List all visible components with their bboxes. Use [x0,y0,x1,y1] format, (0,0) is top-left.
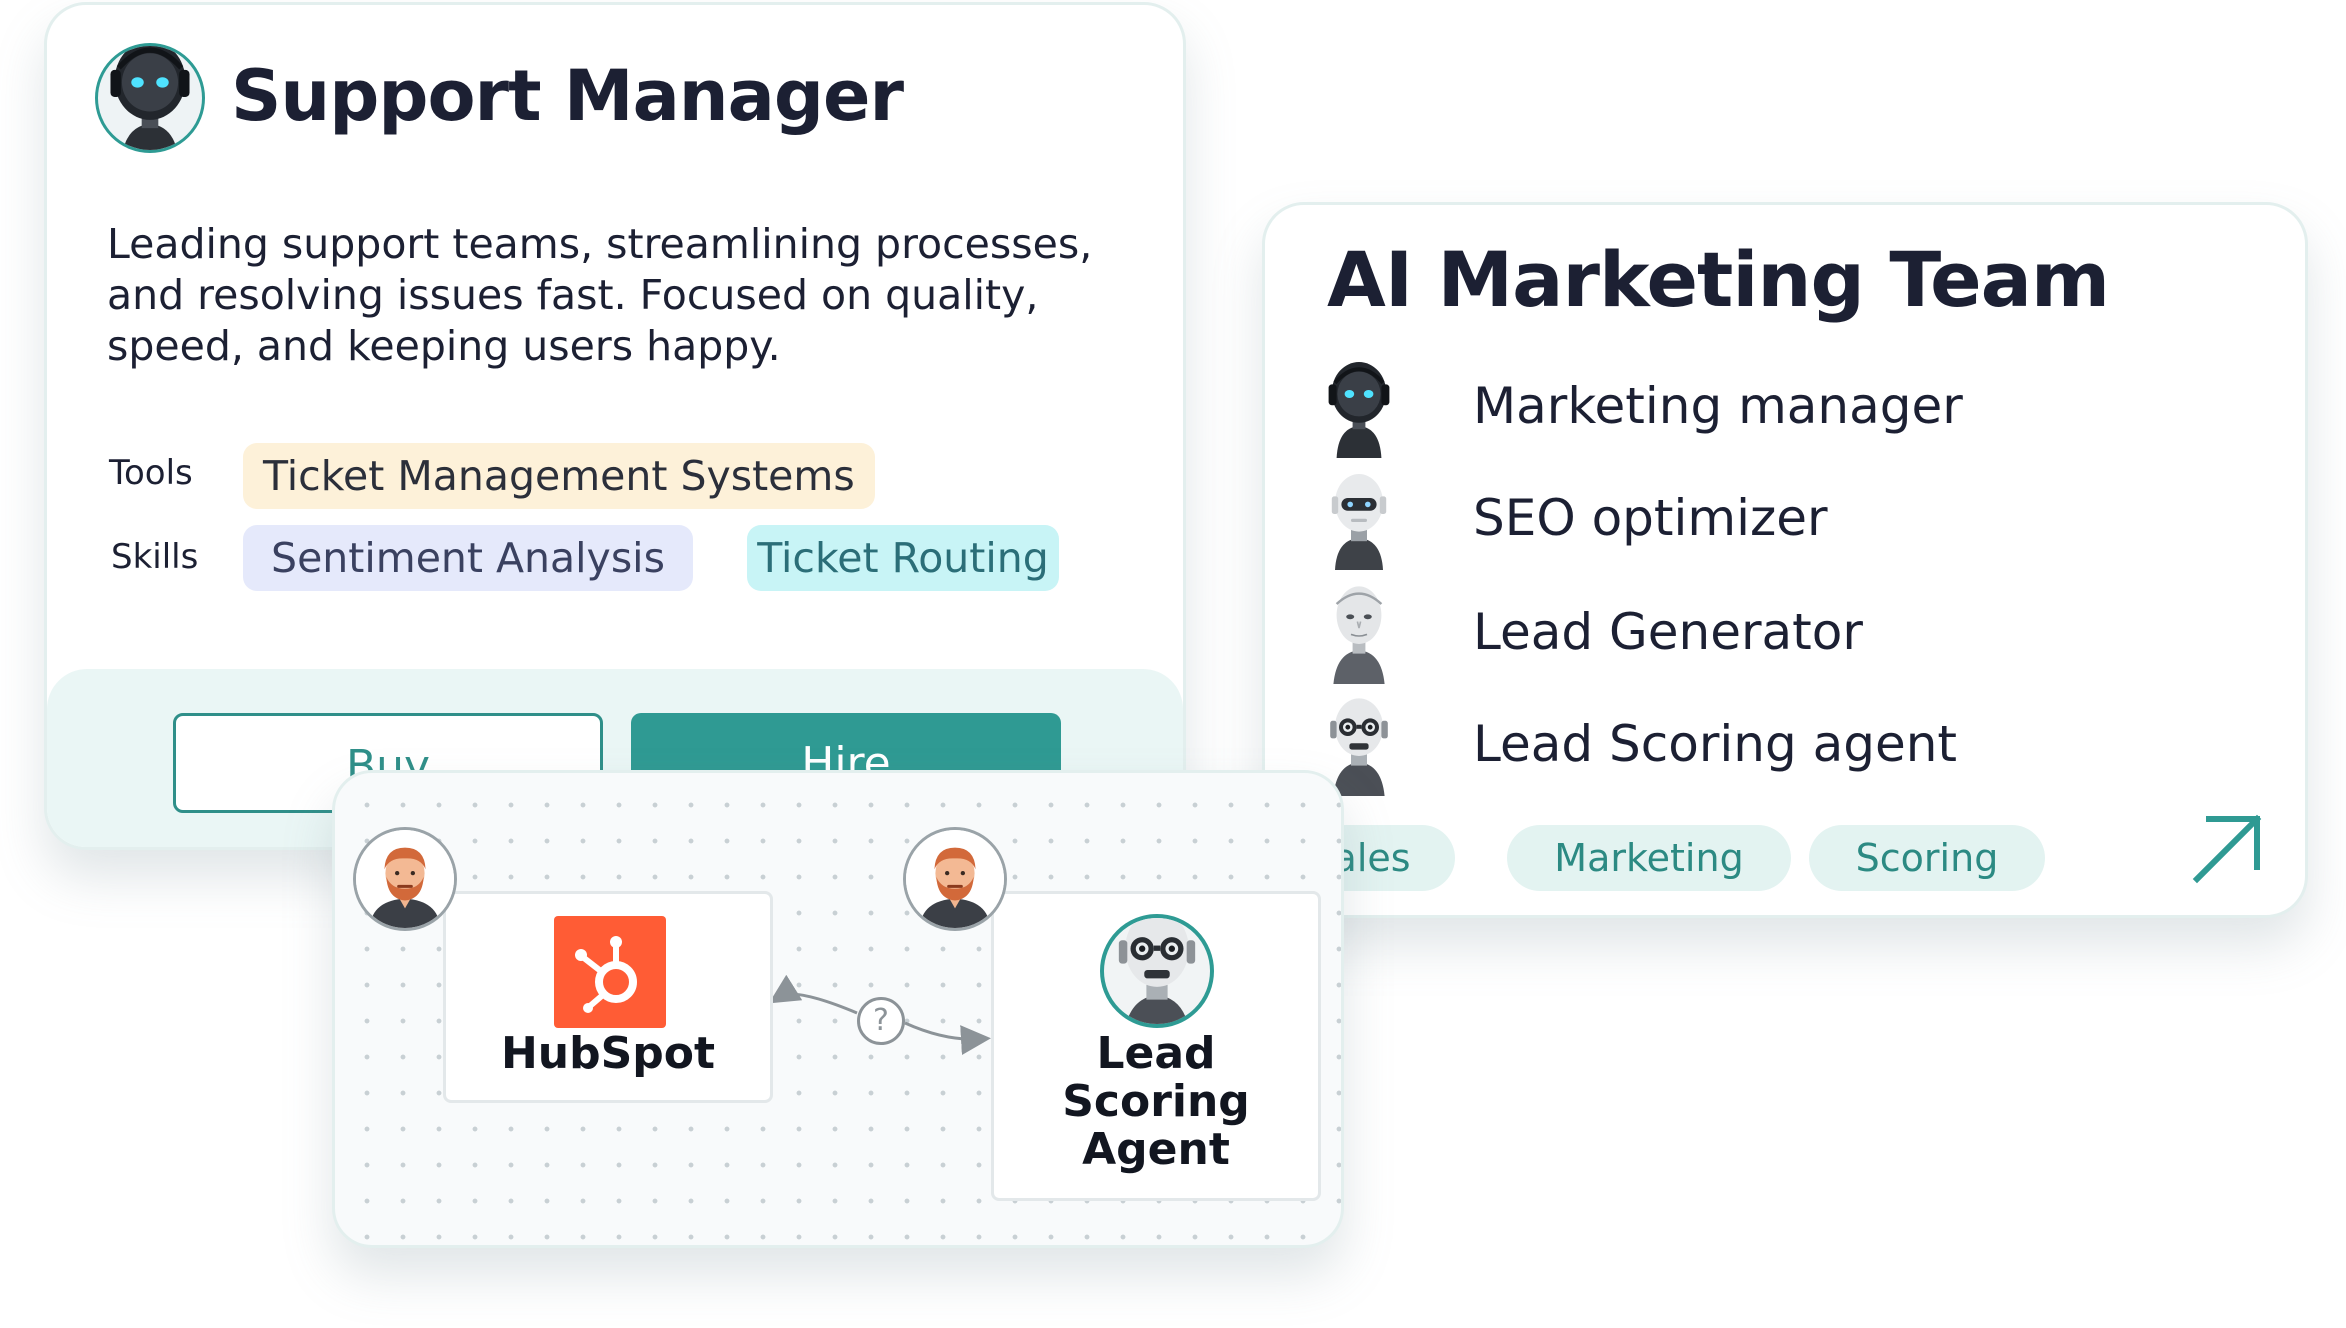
robot-avatar-white-icon [1319,465,1399,571]
category-tag[interactable]: Scoring [1809,825,2045,891]
workflow-canvas[interactable]: HubSpot Lead Scoring Agent ? [332,770,1344,1248]
lead-scoring-agent-node[interactable]: Lead Scoring Agent [991,891,1321,1201]
member-label: Lead Generator [1473,603,1863,661]
team-member[interactable]: SEO optimizer [1319,465,2219,571]
team-member[interactable]: Marketing manager [1319,353,2219,459]
skill-chip: Ticket Routing [747,525,1059,591]
hubspot-node[interactable]: HubSpot [443,891,773,1103]
person-avatar-icon [903,827,1007,931]
robot-avatar-humanoid-icon [1319,579,1399,685]
team-title: AI Marketing Team [1327,235,2110,324]
member-label: Lead Scoring agent [1473,715,1958,773]
member-label: SEO optimizer [1473,489,1828,547]
node-label-line: Lead [1096,1028,1216,1079]
connector-help-icon[interactable]: ? [857,997,905,1045]
tools-label: Tools [109,453,193,493]
node-label-line: Agent [1082,1124,1230,1175]
skill-chip: Sentiment Analysis [243,525,693,591]
node-label-line: Scoring [1062,1076,1250,1127]
robot-avatar-headset-icon [1319,353,1399,459]
support-manager-card[interactable]: Support Manager Leading support teams, s… [44,2,1186,850]
node-label: HubSpot [500,1028,716,1079]
team-member[interactable]: Lead Scoring agent [1319,691,2219,797]
person-avatar-icon [353,827,457,931]
agent-title: Support Manager [231,55,904,137]
tool-chip: Ticket Management Systems [243,443,875,509]
ai-marketing-team-card[interactable]: AI Marketing Team Marketing manager SEO … [1262,202,2308,918]
category-tag[interactable]: Marketing [1507,825,1791,891]
agent-description: Leading support teams, streamlining proc… [107,220,1093,370]
team-member[interactable]: Lead Generator [1319,579,2219,685]
member-label: Marketing manager [1473,377,1963,435]
hubspot-logo-icon [554,916,666,1028]
robot-avatar-goggles-icon [1100,914,1214,1028]
skills-label: Skills [111,537,199,577]
arrow-up-right-icon[interactable] [2187,809,2267,889]
robot-avatar-headset-icon [95,43,205,153]
